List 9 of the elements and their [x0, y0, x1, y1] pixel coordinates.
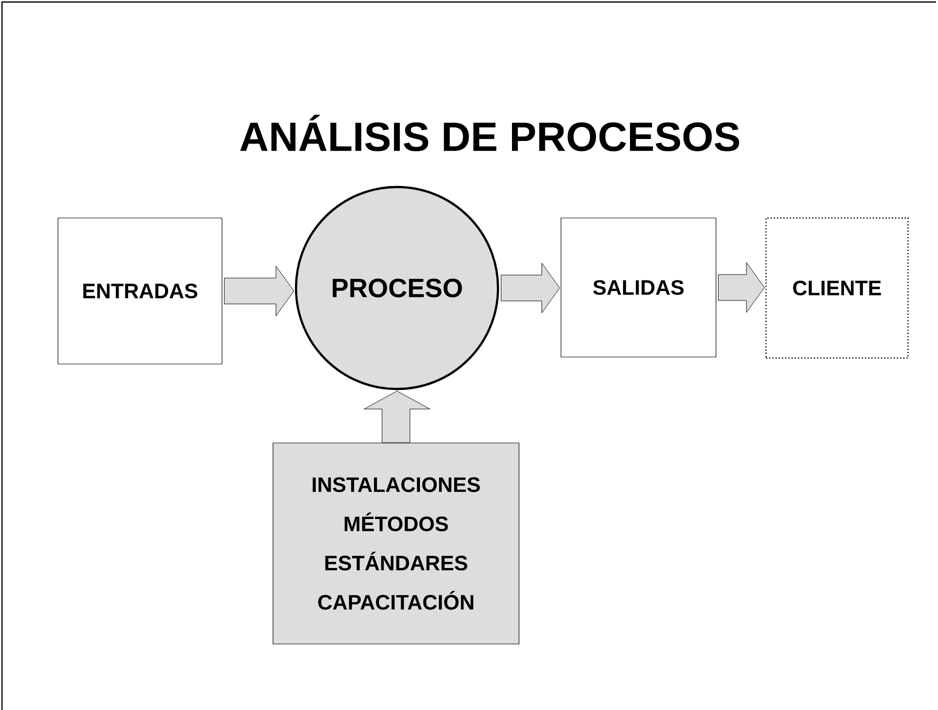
process-box: INSTALACIONES MÉTODOS ESTÁNDARES CAPACITACIÓN — [272, 442, 520, 644]
block-arrow — [224, 266, 294, 316]
block-arrow — [718, 262, 765, 313]
title: ANÁLISIS DE PROCESOS — [240, 114, 740, 152]
process-box: ENTRADAS — [58, 218, 222, 364]
process-box: CLIENTE — [765, 217, 909, 359]
block-arrow — [500, 262, 560, 314]
block-arrow — [364, 390, 430, 443]
process-box: SALIDAS — [560, 218, 716, 358]
